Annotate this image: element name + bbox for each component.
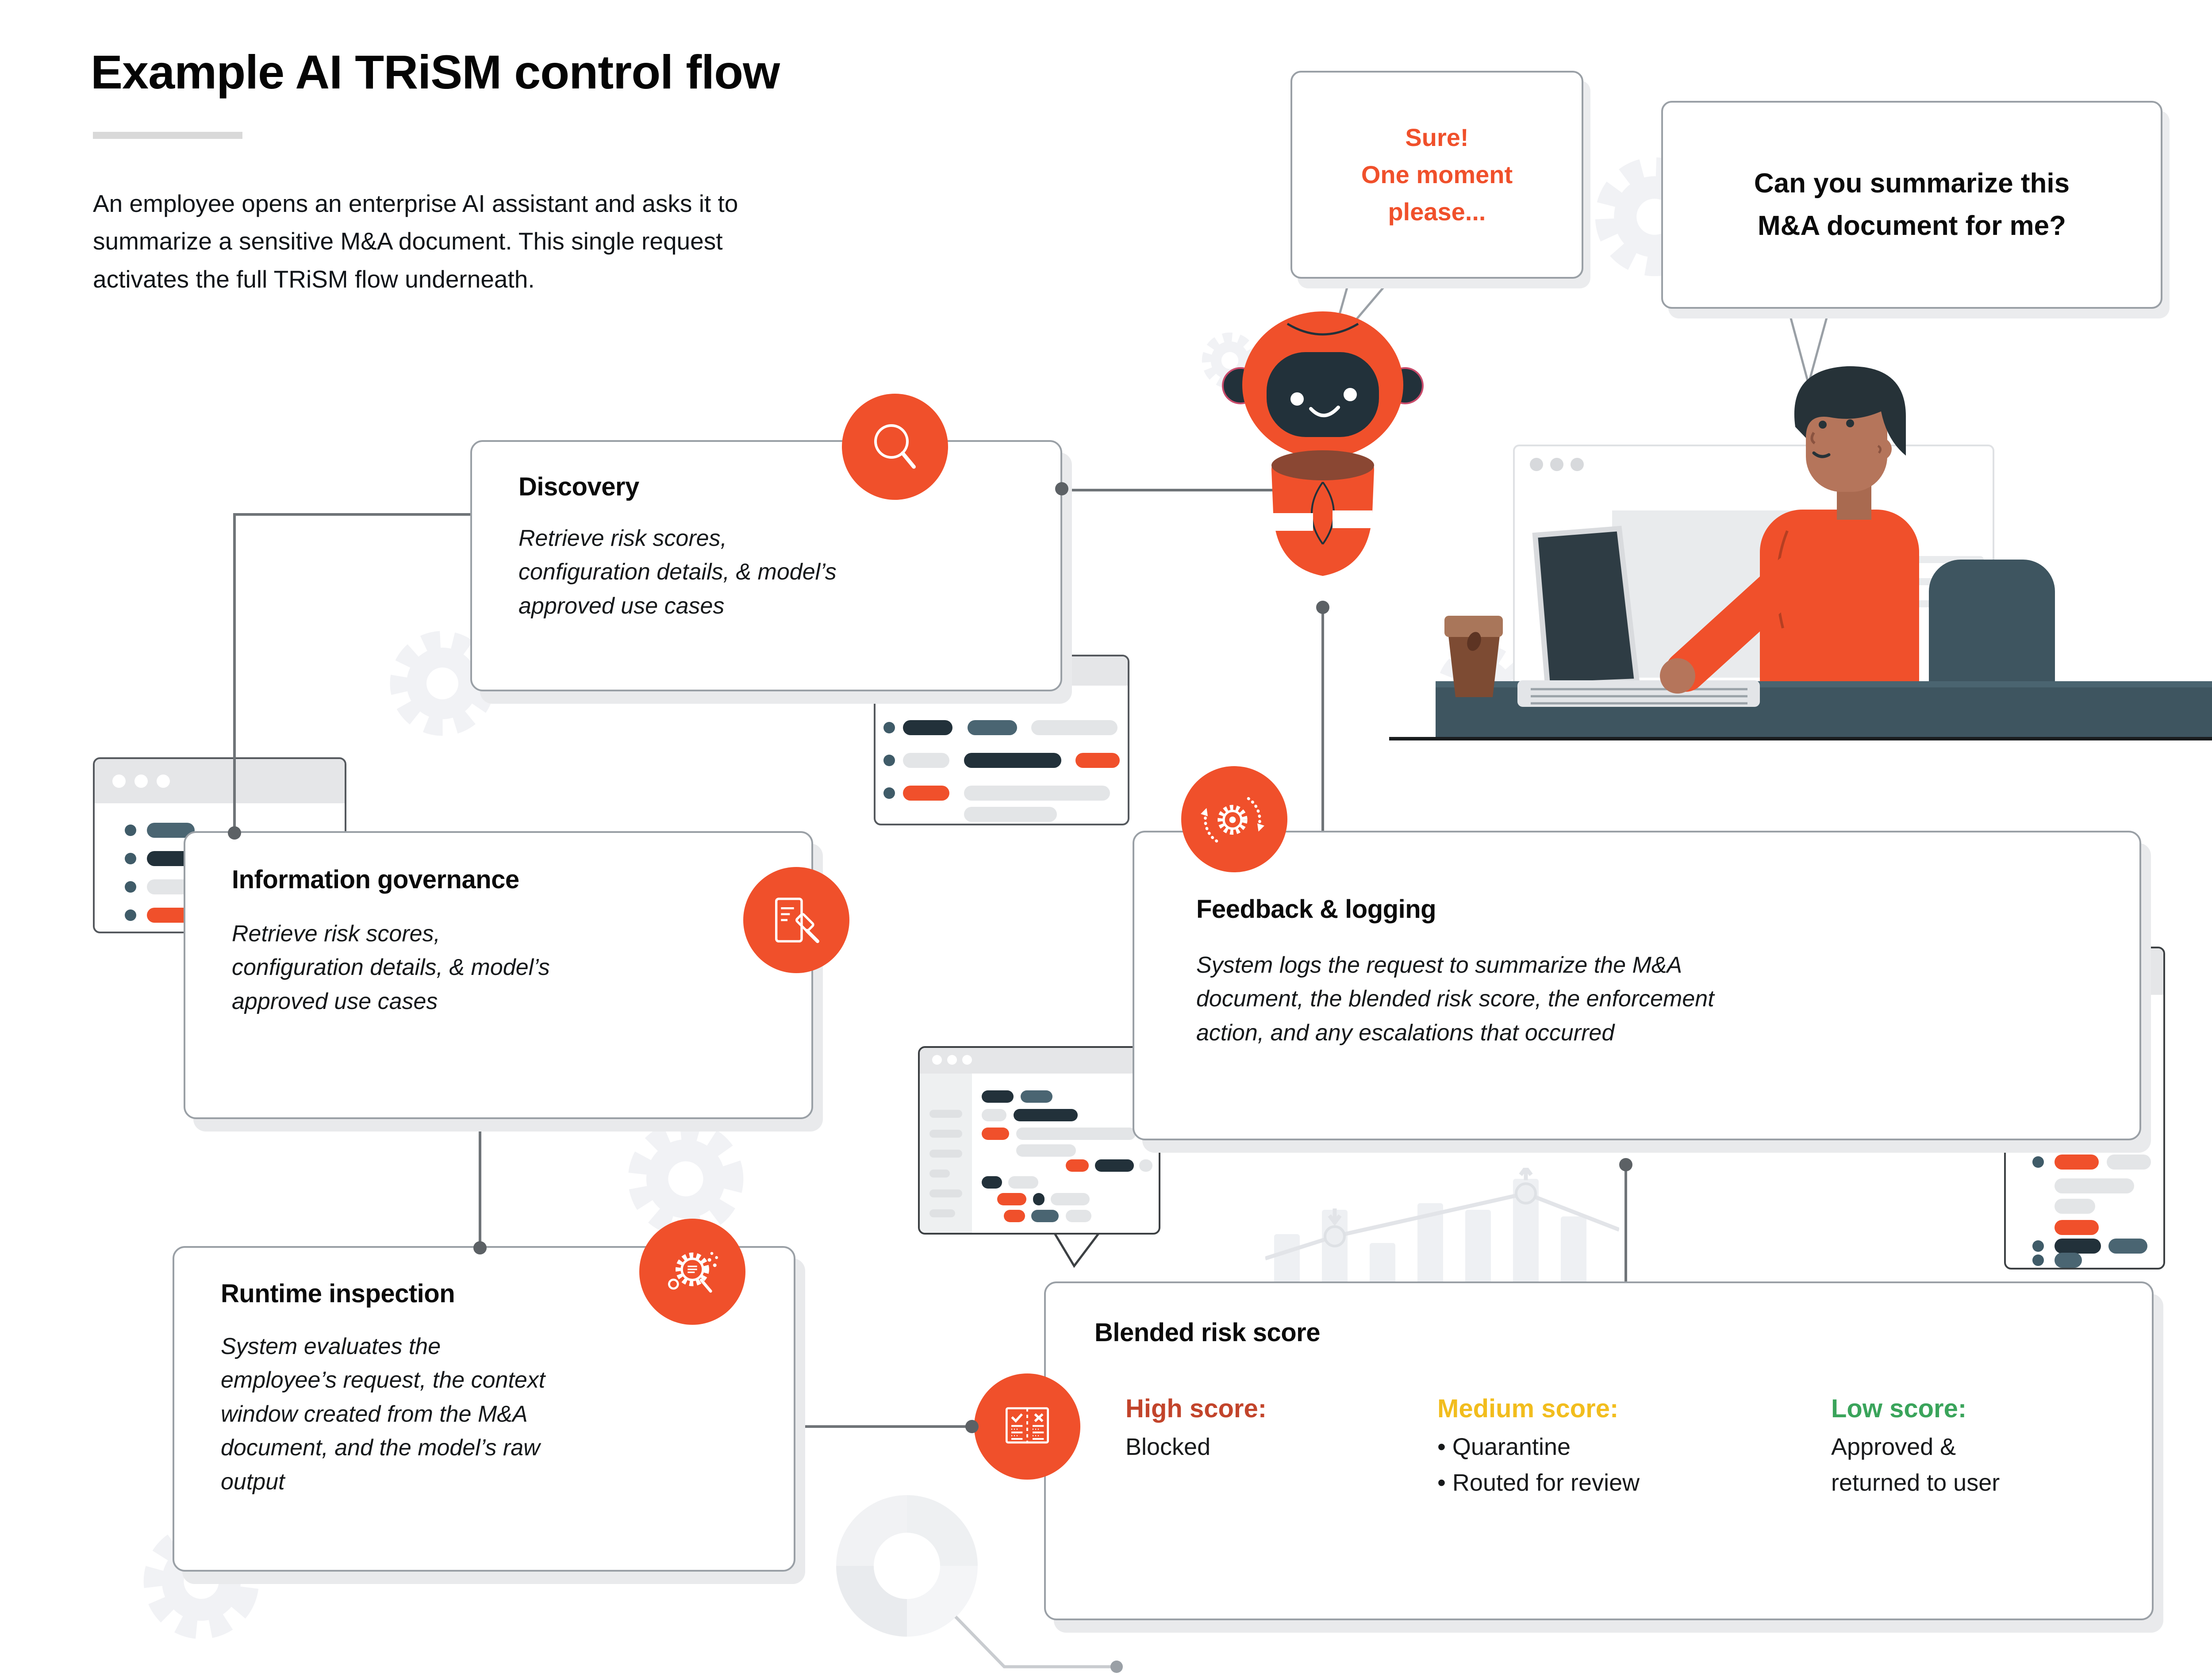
intro-text: An employee opens an enterprise AI assis… (93, 190, 738, 293)
process-gear-icon (1201, 797, 1264, 843)
feedback-logging-body: System logs the request to summarize the… (1196, 952, 1714, 1046)
faint-chart (1265, 1168, 1619, 1292)
donut-hole (874, 1533, 940, 1599)
title-underline (93, 132, 242, 139)
runtime-inspection-icon-circle (639, 1219, 745, 1325)
medium-score-text: • Quarantine • Routed for review (1437, 1434, 1640, 1496)
page-title: Example AI TRiSM control flow (91, 45, 780, 99)
low-score-label: Low score: (1831, 1394, 1967, 1423)
medium-score-label: Medium score: (1437, 1394, 1619, 1423)
card-blended-risk-score: Blended risk score High score: Blocked M… (1044, 1281, 2154, 1620)
person-at-desk (1389, 366, 2212, 740)
blended-risk-icon-circle (974, 1373, 1080, 1480)
high-score-text: Blocked (1125, 1434, 1211, 1460)
information-governance-body: Retrieve risk scores, configuration deta… (232, 921, 550, 1014)
discovery-icon-circle (842, 394, 948, 500)
checklist-icon (1006, 1407, 1049, 1444)
runtime-inspection-title: Runtime inspection (221, 1279, 455, 1308)
low-score-text: Approved & returned to user (1831, 1434, 2000, 1496)
gear-magnifier-icon (668, 1252, 718, 1293)
magnifier-icon (874, 424, 916, 469)
information-governance-title: Information governance (232, 865, 519, 894)
information-governance-icon-circle (743, 867, 849, 973)
assistant-speech-bubble: Sure! One moment please... (1290, 71, 1583, 279)
discovery-body: Retrieve risk scores, configuration deta… (518, 525, 837, 619)
user-speech-bubble: Can you summarize this M&A document for … (1661, 101, 2162, 309)
runtime-inspection-body: System evaluates the employee’s request,… (221, 1334, 545, 1495)
discovery-title: Discovery (518, 472, 639, 501)
document-gavel-icon (775, 898, 819, 943)
card-feedback-logging: Feedback & logging System logs the reque… (1133, 831, 2141, 1140)
blended-risk-score-title: Blended risk score (1094, 1318, 1321, 1347)
high-score-label: High score: (1125, 1394, 1267, 1423)
card-information-governance: Information governance Retrieve risk sco… (184, 831, 813, 1119)
feedback-logging-icon-circle (1181, 766, 1287, 872)
robot-assistant (1222, 311, 1424, 576)
bottom-connector (954, 1615, 1123, 1673)
card-discovery: Discovery Retrieve risk scores, configur… (470, 440, 1062, 691)
editor-window (918, 1046, 1160, 1235)
feedback-logging-title: Feedback & logging (1196, 895, 1436, 924)
